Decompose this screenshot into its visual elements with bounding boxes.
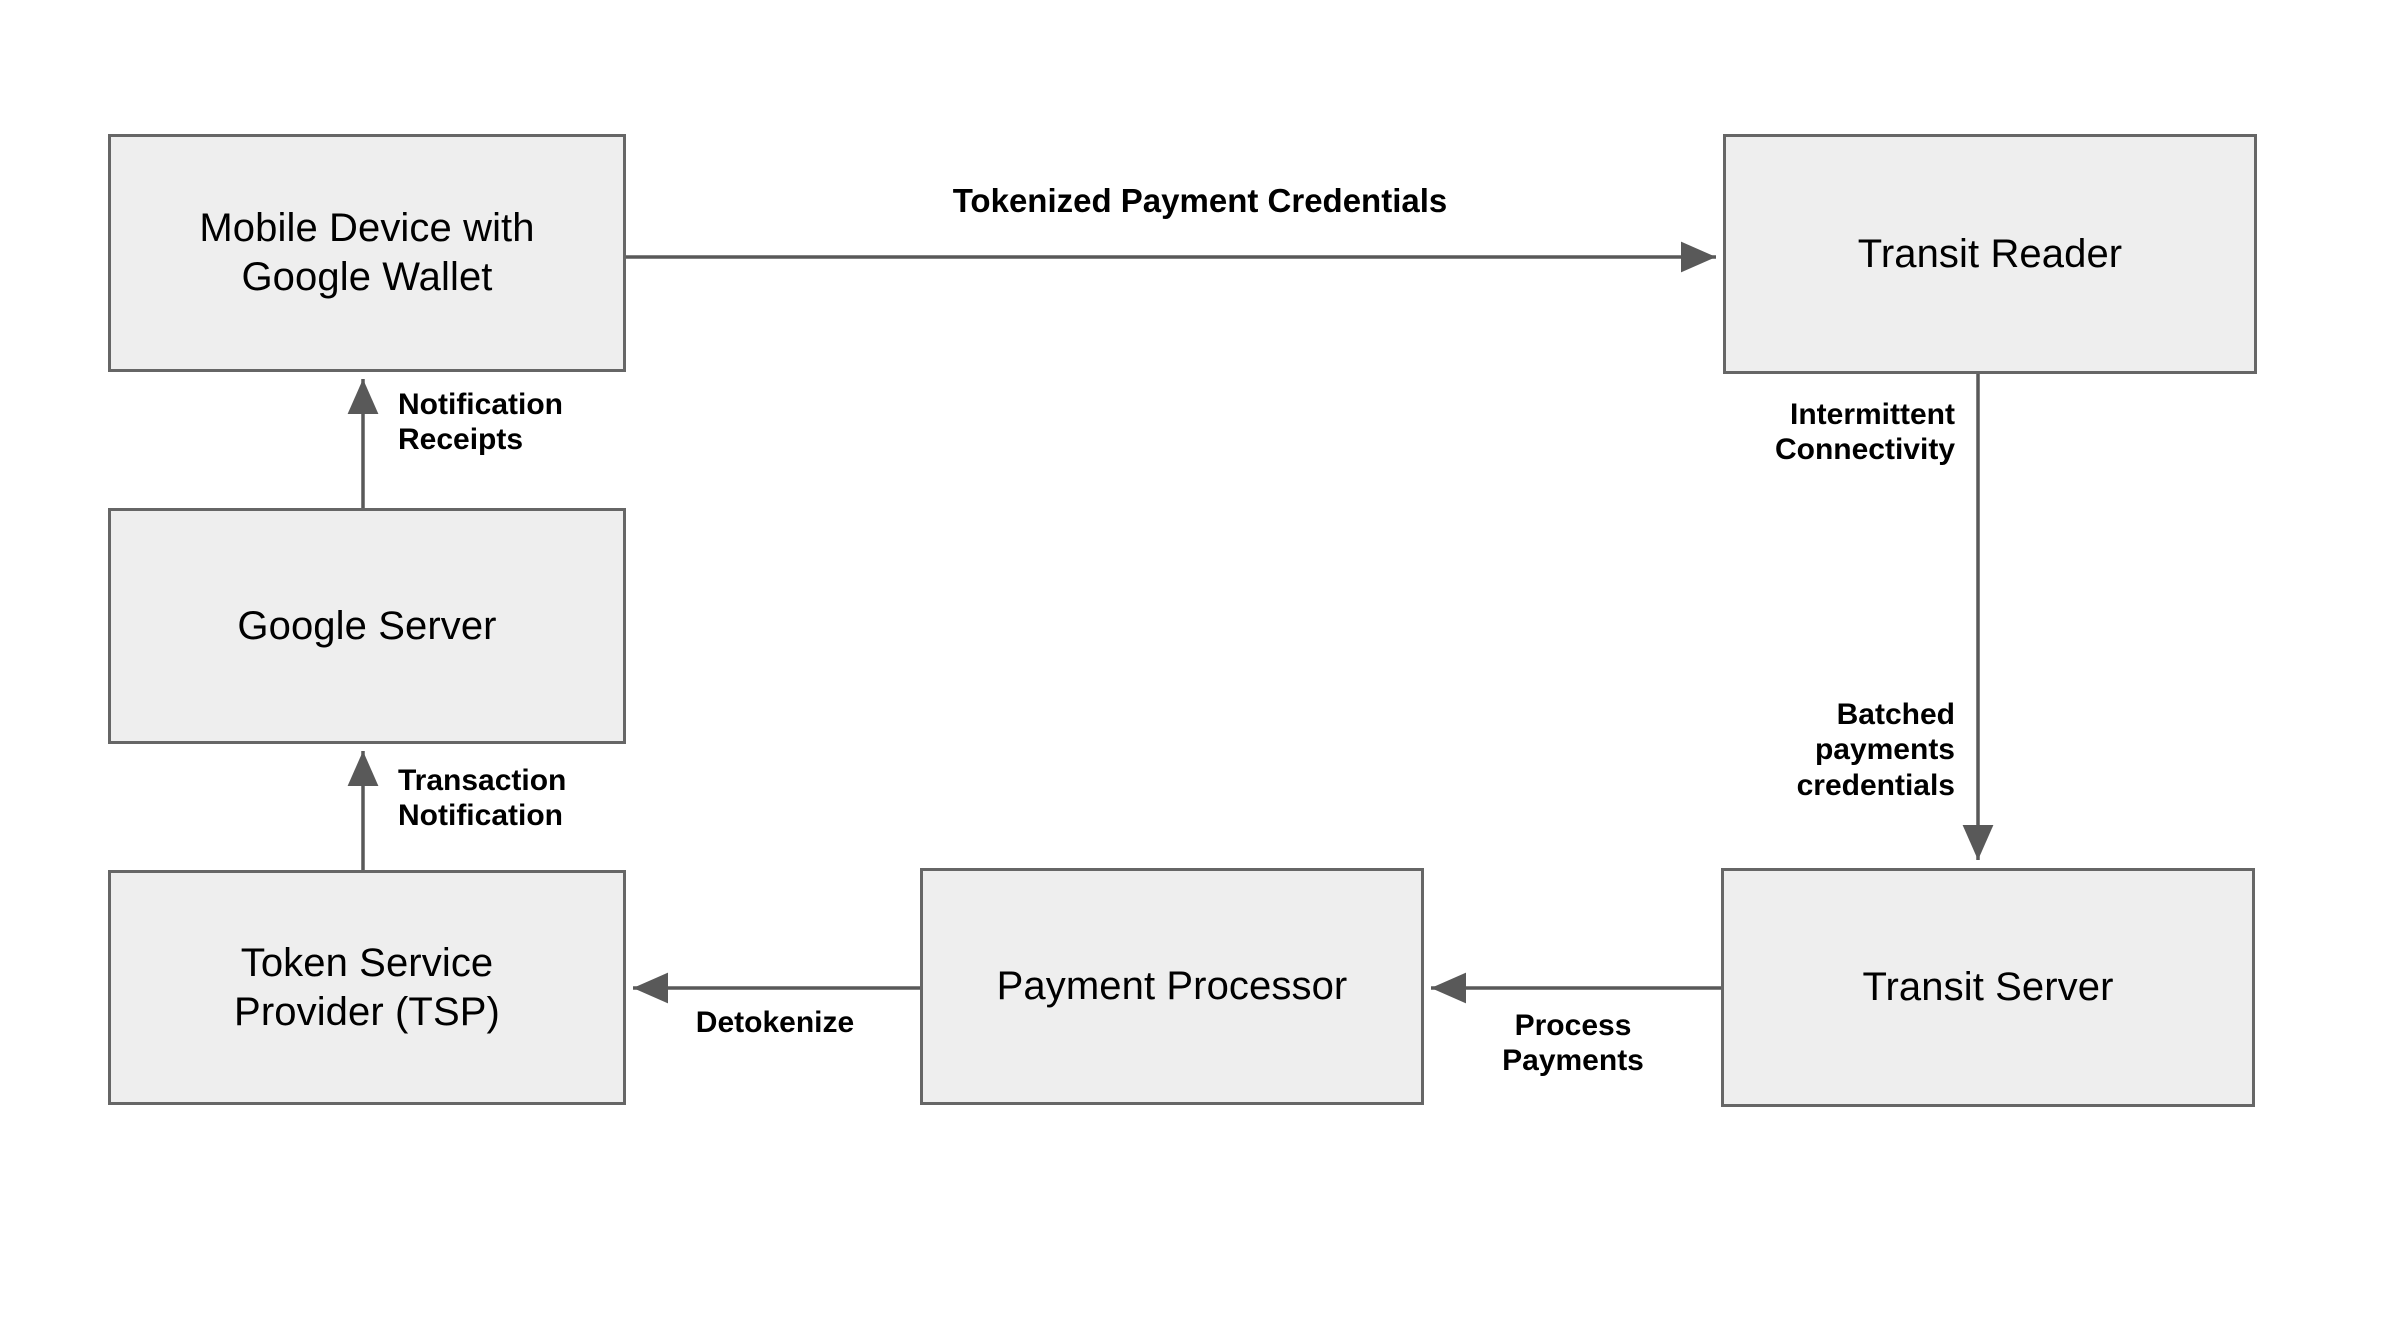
- edge-label-batched-payments-credentials: Batched payments credentials: [1796, 698, 1955, 802]
- edge-label-detokenize: Detokenize: [695, 1006, 855, 1039]
- node-transit-server[interactable]: Transit Server: [1721, 868, 2255, 1107]
- node-label-transit-reader: Transit Reader: [1857, 231, 2123, 276]
- node-google-server[interactable]: Google Server: [108, 508, 626, 744]
- node-label-payment-processor: Payment Processor: [996, 964, 1348, 1009]
- node-label-google-server: Google Server: [237, 603, 497, 648]
- edge-label-intermittent-connectivity: Intermittent Connectivity: [1774, 398, 1955, 467]
- edge-label-notification-receipts: Notification Receipts: [398, 388, 563, 457]
- edge-label-tokenized-payment-credentials: Tokenized Payment Credentials: [952, 182, 1448, 219]
- node-label-transit-server: Transit Server: [1862, 965, 2114, 1010]
- edge-label-transaction-notification: Transaction Notification: [398, 764, 567, 833]
- node-payment-processor[interactable]: Payment Processor: [920, 868, 1424, 1105]
- edge-label-process-payments: Process Payments: [1502, 1009, 1644, 1078]
- node-token-service-provider[interactable]: Token Service Provider (TSP): [108, 870, 626, 1105]
- node-label-mobile-device: Mobile Device with Google Wallet: [199, 206, 535, 299]
- node-mobile-device[interactable]: Mobile Device with Google Wallet: [108, 134, 626, 372]
- node-label-token-service-provider: Token Service Provider (TSP): [234, 940, 500, 1034]
- node-transit-reader[interactable]: Transit Reader: [1723, 134, 2257, 374]
